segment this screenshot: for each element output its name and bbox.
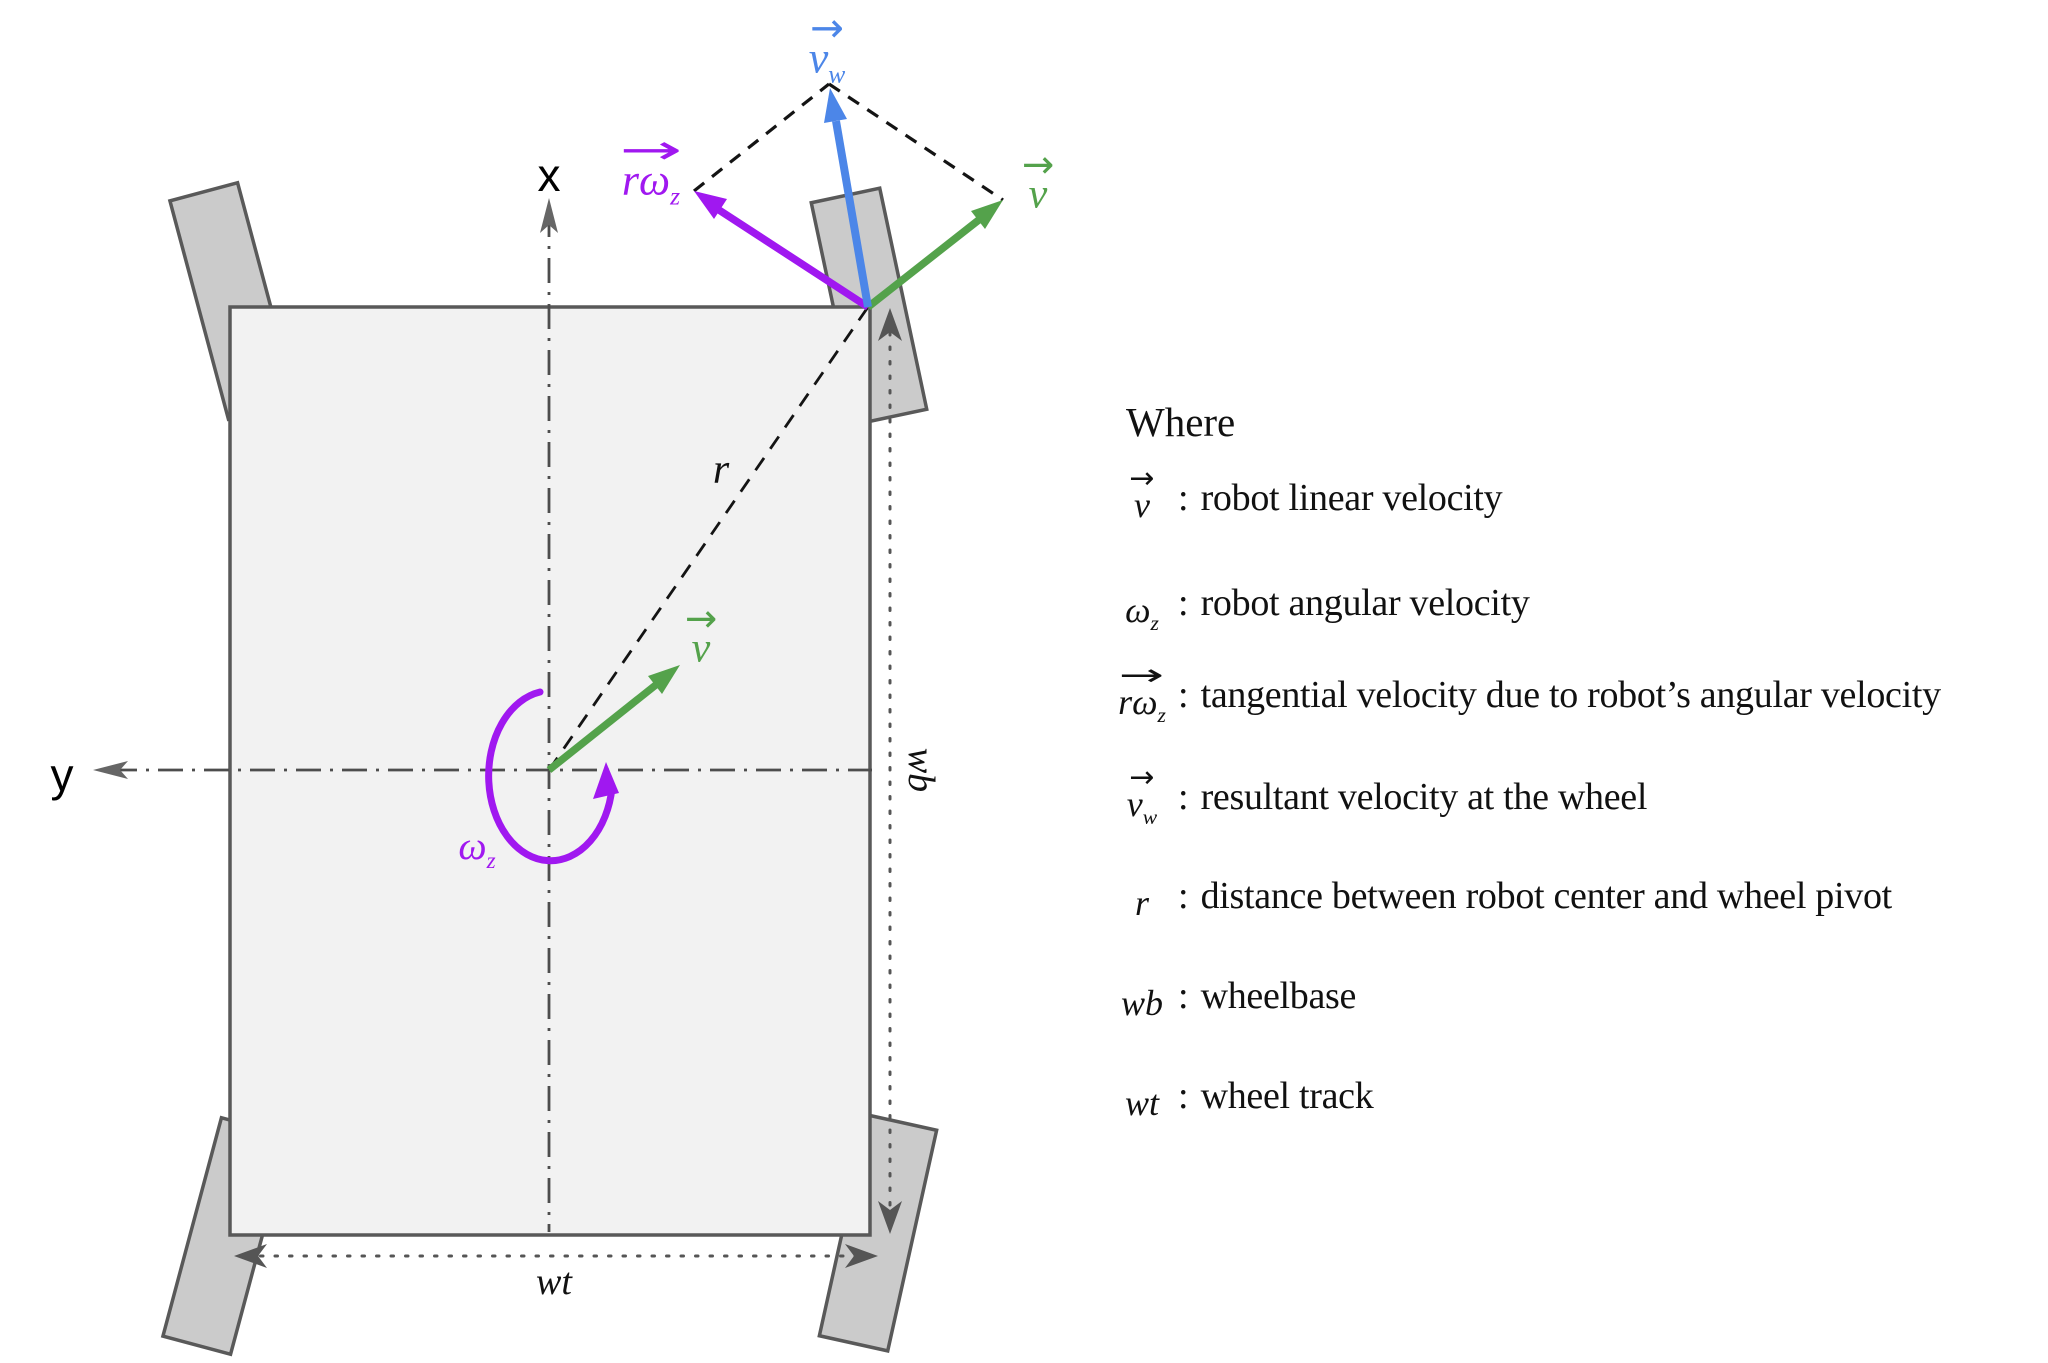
symbol-omega-z: ωz [1125, 590, 1159, 636]
linear-velocity-label-center: → v [684, 596, 718, 672]
parallelogram-dash-right [828, 82, 1004, 202]
legend-desc: robot angular velocity [1200, 582, 1530, 624]
wheeltrack-arrow-right [845, 1244, 878, 1268]
tangential-velocity-arrow [694, 191, 871, 311]
wheelbase-arrow-down [878, 1201, 902, 1234]
legend-desc: resultant velocity at the wheel [1200, 776, 1648, 818]
x-axis-arrowhead [540, 198, 558, 233]
legend-row-angular-velocity: ωz : robot angular velocity [1112, 573, 1530, 636]
legend-desc: wheel track [1200, 1075, 1374, 1117]
symbol-r: r [1134, 883, 1149, 923]
legend-row-r-distance: r : distance between robot center and wh… [1112, 866, 1892, 926]
resultant-velocity-arrow [824, 88, 872, 308]
legend-desc: distance between robot center and wheel … [1200, 875, 1893, 917]
resultant-velocity-label: → vw [808, 3, 846, 89]
vector-arrow-accent: → [619, 125, 683, 174]
symbol-wt: wt [1124, 1083, 1159, 1123]
y-axis-arrowhead [93, 761, 128, 779]
legend-row-tangential-velocity: → rωz : tangential velocity due to robot… [1112, 658, 1942, 728]
legend-row-resultant-velocity: → vw : resultant velocity at the wheel [1112, 760, 1648, 830]
x-axis-label: x [537, 149, 561, 201]
symbol-wb: wb [1120, 983, 1163, 1023]
angular-velocity-arc [485, 688, 616, 865]
r-distance-label: r [712, 447, 730, 493]
r-distance-line [547, 306, 870, 771]
angular-velocity-label: ωz [458, 823, 496, 874]
symbol-v: → v [1129, 461, 1155, 525]
parallelogram-dash-left [693, 82, 830, 193]
legend-desc: tangential velocity due to robot’s angul… [1200, 674, 1942, 716]
wheelbase-label: wb [900, 747, 942, 793]
legend-row-linear-velocity: → v : robot linear velocity [1112, 461, 1503, 528]
symbol-v-w: → vw [1126, 760, 1158, 830]
legend-desc: robot linear velocity [1200, 477, 1503, 519]
wheelbase-arrow-up [878, 308, 902, 341]
linear-velocity-arrow-wheel [865, 200, 1003, 310]
symbol-r-omega-z: → rωz [1118, 658, 1166, 728]
tangential-velocity-label: → rωz [619, 125, 683, 211]
wheel-track-label: wt [536, 1261, 572, 1303]
legend-row-wheelbase: wb : wheelbase [1112, 966, 1356, 1026]
angular-velocity-arrowhead [593, 762, 619, 799]
legend-heading: Where [1126, 399, 1236, 445]
legend-row-wheel-track: wt : wheel track [1112, 1066, 1374, 1126]
legend-desc: wheelbase [1200, 975, 1357, 1017]
linear-velocity-arrow-center [546, 665, 680, 773]
wheeltrack-arrow-left [234, 1244, 267, 1268]
linear-velocity-label-wheel: → v [1021, 142, 1055, 218]
y-axis-label: y [50, 749, 74, 801]
